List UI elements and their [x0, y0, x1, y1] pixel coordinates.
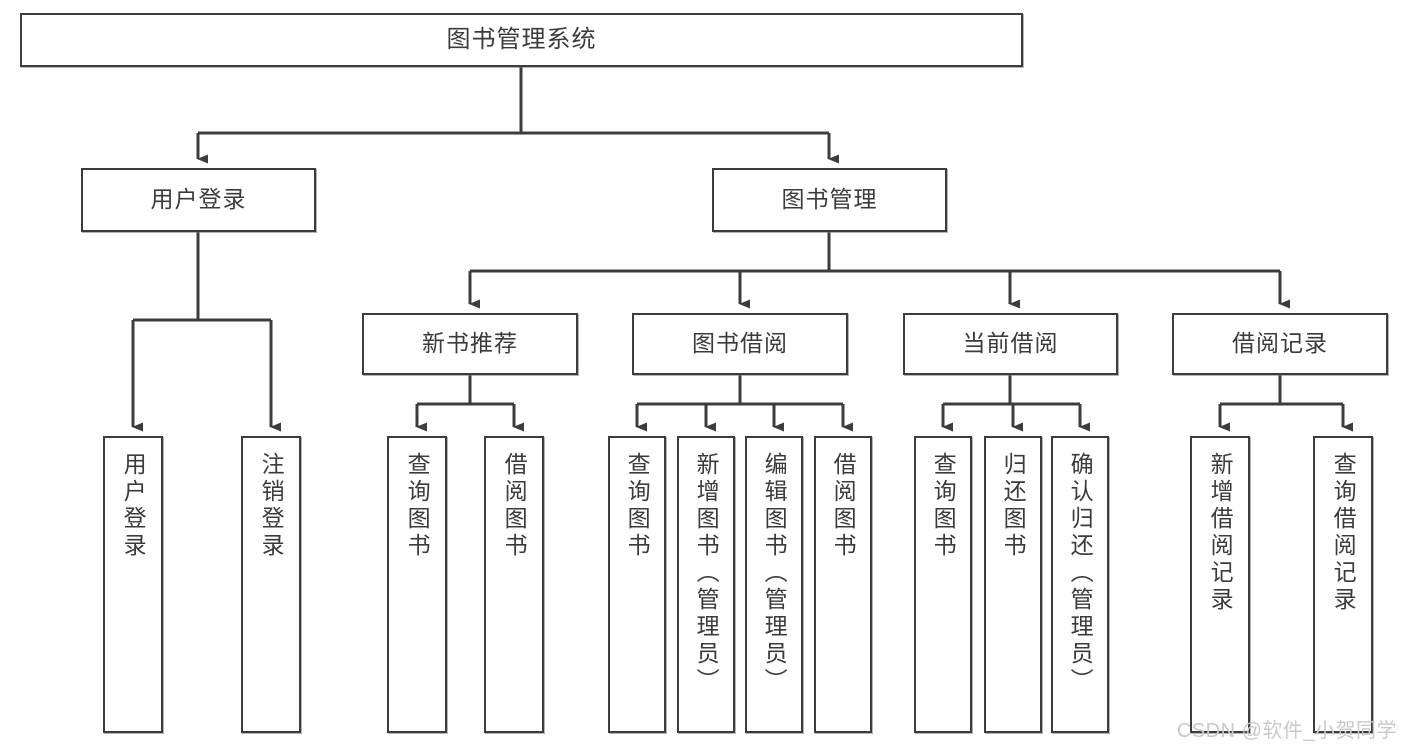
leaf-label: 查询图书	[624, 452, 651, 560]
leaf-label: 借阅图书	[830, 452, 857, 560]
leaf-record-add-record[interactable]: 新增借阅记录	[1190, 436, 1250, 733]
leaf-borrow-query-book[interactable]: 查询图书	[608, 436, 666, 733]
leaf-label: 借阅图书	[501, 452, 528, 560]
node-current-borrow[interactable]: 当前借阅	[903, 313, 1118, 375]
node-borrow-record[interactable]: 借阅记录	[1172, 313, 1388, 375]
node-current-borrow-label: 当前借阅	[962, 330, 1059, 357]
leaf-label: 编辑图书（管理员）	[761, 452, 788, 695]
leaf-newbook-query-book[interactable]: 查询图书	[387, 436, 447, 733]
leaf-borrow-edit-book-admin[interactable]: 编辑图书（管理员）	[745, 436, 803, 733]
leaf-current-return-book[interactable]: 归还图书	[984, 436, 1042, 733]
node-book-management[interactable]: 图书管理	[712, 168, 947, 232]
leaf-label: 新增图书（管理员）	[693, 452, 720, 695]
leaf-borrow-add-book-admin[interactable]: 新增图书（管理员）	[677, 436, 735, 733]
leaf-label: 查询图书	[930, 452, 957, 560]
leaf-label: 用户登录	[120, 452, 147, 560]
node-borrow-record-label: 借阅记录	[1232, 330, 1328, 357]
node-root-system[interactable]: 图书管理系统	[20, 13, 1023, 67]
leaf-label: 确认归还（管理员）	[1067, 452, 1094, 695]
leaf-label: 注销登录	[258, 452, 285, 560]
leaf-current-confirm-return-admin[interactable]: 确认归还（管理员）	[1051, 436, 1109, 733]
leaf-current-query-book[interactable]: 查询图书	[914, 436, 972, 733]
node-new-book-recommend-label: 新书推荐	[422, 330, 518, 357]
node-root-label: 图书管理系统	[446, 25, 597, 53]
leaf-label: 归还图书	[1000, 452, 1027, 560]
node-book-management-label: 图书管理	[781, 186, 878, 213]
node-user-login-label: 用户登录	[150, 186, 247, 213]
node-book-borrow[interactable]: 图书借阅	[632, 313, 848, 375]
leaf-record-query-record[interactable]: 查询借阅记录	[1313, 436, 1373, 733]
csdn-watermark: CSDN @软件_小贺同学	[1176, 720, 1397, 742]
leaf-label: 查询图书	[404, 452, 431, 560]
leaf-newbook-borrow-book[interactable]: 借阅图书	[484, 436, 544, 733]
leaf-user-login-login[interactable]: 用户登录	[103, 436, 163, 733]
node-user-login[interactable]: 用户登录	[81, 168, 316, 232]
leaf-label: 查询借阅记录	[1330, 452, 1357, 614]
leaf-user-login-logout[interactable]: 注销登录	[241, 436, 301, 733]
leaf-label: 新增借阅记录	[1207, 452, 1234, 614]
leaf-borrow-borrow-book[interactable]: 借阅图书	[814, 436, 872, 733]
node-new-book-recommend[interactable]: 新书推荐	[362, 313, 578, 375]
node-book-borrow-label: 图书借阅	[692, 330, 788, 357]
